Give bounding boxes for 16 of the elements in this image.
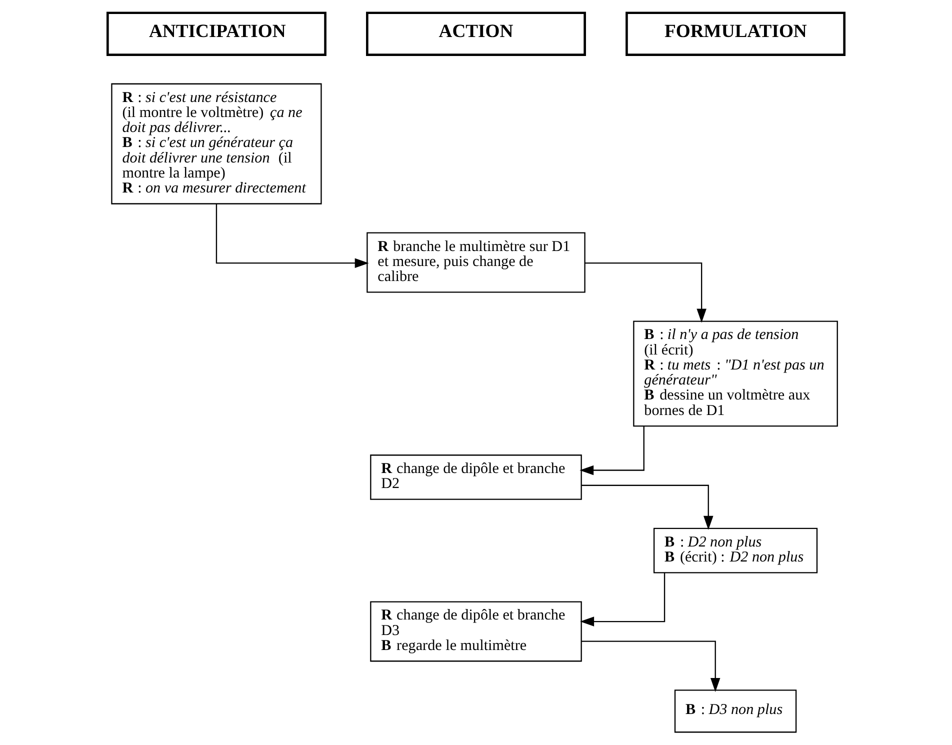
node-box: ANTICIPATION [106,12,326,56]
node-box: R change de dipôle et branche D2 [370,454,582,500]
arrow [580,573,666,626]
node-box: B : D3 non plus [674,690,797,733]
node-box: B : D2 non plus B (écrit) : D2 non plus [653,528,818,574]
arrow [216,204,369,268]
node-box: FORMULATION [626,12,846,56]
arrow [582,484,714,530]
arrow [580,426,644,476]
node-box: R : si c'est une résistance (il montre le voltmètre) ça ne doit pas délivrer... B : si c'est un générateur ça doit délivrer une tension (il montre la lampe) R : on va mesurer directement [111,83,322,204]
node-box: B : il n'y a pas de tension (il écrit) R : tu mets : "D1 n'est pas un générateur" B dessine un voltmètre aux bornes de D1 [633,320,838,427]
arrow [584,262,706,323]
node-box: ACTION [366,12,586,56]
arrow [581,640,720,692]
node-box: R change de dipôle et branche D3 B regarde le multimètre [370,601,582,662]
node-box: R branche le multimètre sur D1 et mesure, puis change de calibre [366,232,586,293]
